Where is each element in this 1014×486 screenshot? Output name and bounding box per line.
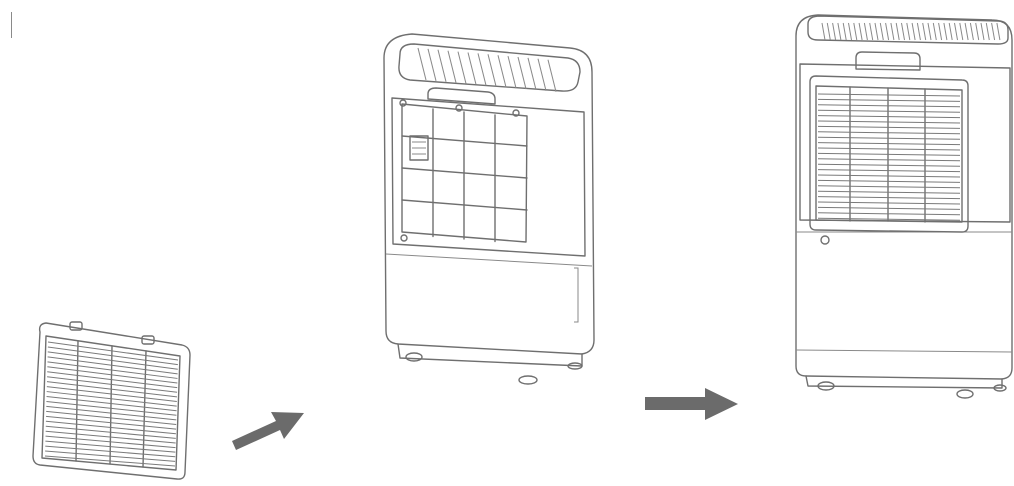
arrow-right-icon	[232, 412, 304, 450]
dehumidifier-closed-icon	[796, 15, 1012, 398]
arrow-right-icon	[645, 388, 738, 420]
dehumidifier-open-icon	[384, 34, 594, 384]
filter-grille-icon	[33, 322, 190, 479]
